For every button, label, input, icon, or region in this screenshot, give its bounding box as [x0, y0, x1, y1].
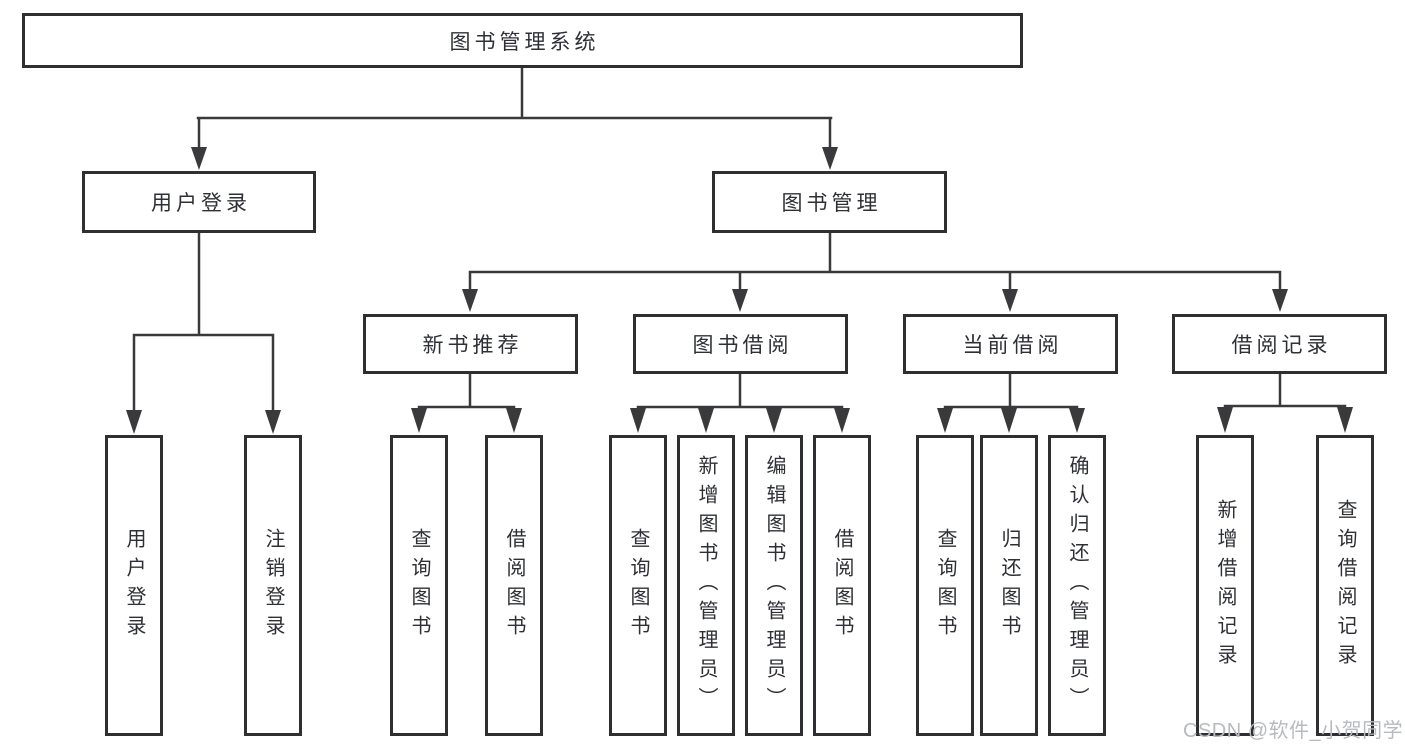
connector-root-to-level2	[191, 65, 838, 170]
leaf-label: 查询借阅记录	[1334, 498, 1356, 673]
leaf-edit-book-admin: 编辑图书（管理员）	[745, 435, 803, 736]
leaf-label: 借阅图书	[831, 527, 853, 644]
node-label: 图书借阅	[692, 334, 793, 357]
leaf-borrow-books-recommend: 借阅图书	[485, 435, 543, 736]
leaf-borrow-books-borrowing: 借阅图书	[813, 435, 871, 736]
connector-borrowing-records-to-leaves	[1217, 372, 1353, 433]
connector-current-borrowing-to-leaves	[937, 372, 1085, 433]
node-label: 用户登录	[151, 192, 251, 215]
node-label: 借阅记录	[1231, 334, 1332, 357]
leaf-label: 查询图书	[934, 527, 956, 644]
leaf-label: 用户登录	[123, 527, 145, 644]
node-label: 图书管理	[781, 192, 882, 215]
node-current-borrowing: 当前借阅	[903, 314, 1118, 374]
leaf-confirm-return-admin: 确认归还（管理员）	[1048, 435, 1106, 736]
leaf-label: 查询图书	[408, 527, 430, 644]
leaf-return-book: 归还图书	[980, 435, 1038, 736]
leaf-add-book-admin: 新增图书（管理员）	[677, 435, 735, 736]
leaf-label: 注销登录	[262, 527, 284, 644]
connector-book-management-to-level3	[462, 231, 1288, 312]
node-label: 当前借阅	[962, 334, 1063, 357]
leaf-user-login: 用户登录	[105, 435, 163, 736]
leaf-label: 新增借阅记录	[1214, 498, 1236, 673]
leaf-label: 编辑图书（管理员）	[763, 455, 785, 716]
leaf-query-books-borrowing: 查询图书	[609, 435, 667, 736]
connector-new-book-recommend-to-leaves	[411, 372, 522, 433]
node-new-book-recommend: 新书推荐	[363, 314, 578, 374]
node-label: 新书推荐	[422, 334, 523, 357]
node-label: 图书管理系统	[449, 30, 600, 54]
leaf-query-borrow-record: 查询借阅记录	[1316, 435, 1374, 736]
leaf-label: 确认归还（管理员）	[1066, 455, 1088, 716]
leaf-label: 查询图书	[627, 527, 649, 644]
leaf-query-books-current: 查询图书	[916, 435, 974, 736]
node-book-management-system: 图书管理系统	[22, 13, 1023, 68]
node-book-borrowing: 图书借阅	[633, 314, 848, 374]
connector-book-borrowing-to-leaves	[630, 372, 850, 433]
leaf-label: 归还图书	[998, 527, 1020, 644]
csdn-watermark: CSDN @软件_小贺同学	[1183, 720, 1404, 742]
leaf-logout: 注销登录	[244, 435, 302, 736]
node-user-login: 用户登录	[82, 171, 316, 233]
node-borrowing-records: 借阅记录	[1172, 314, 1387, 374]
leaf-label: 新增图书（管理员）	[695, 455, 717, 716]
leaf-label: 借阅图书	[503, 527, 525, 644]
node-book-management: 图书管理	[712, 171, 947, 233]
leaf-query-books-recommend: 查询图书	[390, 435, 448, 736]
leaf-add-borrow-record: 新增借阅记录	[1196, 435, 1254, 736]
connector-user-login-to-leaves	[126, 231, 281, 434]
